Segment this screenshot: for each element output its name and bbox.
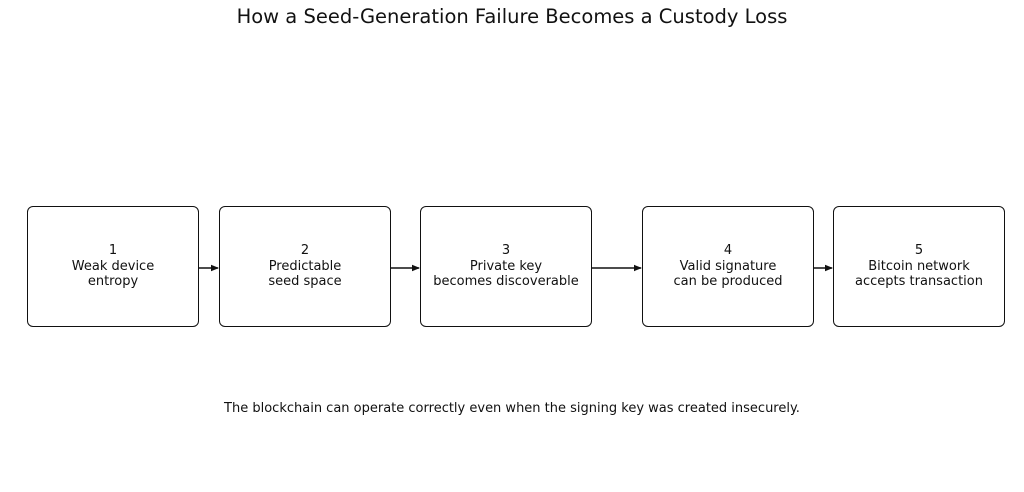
step-number: 1 — [108, 243, 118, 259]
step-number: 5 — [914, 243, 924, 259]
diagram-title: How a Seed-Generation Failure Becomes a … — [236, 5, 788, 28]
step-number: 3 — [501, 243, 511, 259]
step-label-line1: Bitcoin network — [868, 258, 970, 274]
step-box-1: 1 Weak device entropy — [27, 206, 199, 327]
step-box-4: 4 Valid signature can be produced — [642, 206, 814, 327]
step-label-line1: Valid signature — [679, 258, 777, 274]
step-label-line2: becomes discoverable — [433, 274, 579, 290]
diagram-caption: The blockchain can operate correctly eve… — [224, 401, 800, 416]
step-label-line2: accepts transaction — [855, 274, 983, 290]
step-box-5: 5 Bitcoin network accepts transaction — [833, 206, 1005, 327]
step-number: 2 — [300, 243, 310, 259]
step-number: 4 — [723, 243, 733, 259]
step-label-line1: Private key — [469, 258, 543, 274]
step-label-line1: Weak device — [71, 258, 155, 274]
step-label-line2: can be produced — [673, 274, 783, 290]
step-label-line2: entropy — [87, 274, 139, 290]
step-box-2: 2 Predictable seed space — [219, 206, 391, 327]
step-box-3: 3 Private key becomes discoverable — [420, 206, 592, 327]
step-label-line2: seed space — [268, 274, 342, 290]
step-label-line1: Predictable — [268, 258, 342, 274]
